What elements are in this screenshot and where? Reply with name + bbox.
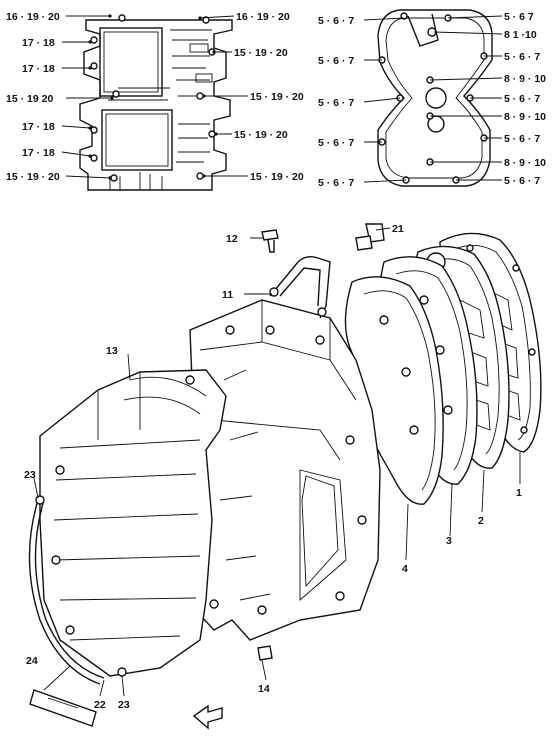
- label-upper-right-r3: 5 · 6 · 7: [504, 51, 540, 63]
- label-upper-right-r7: 5 · 6 · 7: [504, 133, 540, 145]
- callout-24: 24: [26, 655, 38, 667]
- label-upper-right-r4: 8 · 9 · 10: [504, 73, 546, 85]
- label-upper-left-6: 17 · 18: [22, 147, 55, 159]
- part-14-pin: [257, 645, 273, 661]
- label-upper-right-r8: 8 · 9 · 10: [504, 157, 546, 169]
- callout-1: 1: [516, 487, 522, 499]
- callout-23-lower: 23: [118, 699, 130, 711]
- label-upper-right-l4: 5 · 6 · 7: [318, 137, 354, 149]
- callout-2: 2: [478, 515, 484, 527]
- label-upper-right-l2: 5 · 6 · 7: [318, 55, 354, 67]
- direction-arrow: [192, 704, 223, 730]
- callout-4: 4: [402, 563, 408, 575]
- callout-14: 14: [258, 683, 270, 695]
- label-upper-right-r2: 8 1 ·10: [504, 29, 537, 41]
- label-upper-left-1: 16 · 19 · 20: [6, 11, 60, 23]
- label-upper-left-7: 15 · 19 · 20: [6, 171, 60, 183]
- label-upper-left-r2: 15 · 19 · 20: [234, 47, 288, 59]
- callout-22: 22: [94, 699, 106, 711]
- label-upper-left-r1: 16 · 19 · 20: [236, 11, 290, 23]
- block-rear-view: 16 · 19 · 20 16 · 19 · 20 17 · 18 17 · 1…: [6, 11, 304, 191]
- label-upper-right-r5: 5 · 6 · 7: [504, 93, 540, 105]
- callout-11: 11: [222, 289, 233, 301]
- label-upper-left-r5: 15 · 19 · 20: [250, 171, 304, 183]
- cylinder-block: [185, 299, 381, 641]
- label-upper-right-l1: 5 · 6 · 7: [318, 15, 354, 27]
- label-upper-left-5: 17 · 18: [22, 121, 55, 133]
- label-upper-right-r1: 5 · 6 7: [504, 11, 534, 23]
- label-upper-left-4: 15 · 19 20: [6, 93, 53, 105]
- label-upper-right-l3: 5 · 6 · 7: [318, 97, 354, 109]
- part-12-bolt: [261, 229, 279, 253]
- callout-23-upper: 23: [24, 469, 36, 481]
- label-upper-right-r9: 5 · 6 · 7: [504, 175, 540, 187]
- label-upper-left-r3: 15 · 19 · 20: [250, 91, 304, 103]
- callout-21: 21: [392, 223, 404, 235]
- label-upper-left-r4: 15 · 19 · 20: [234, 129, 288, 141]
- callout-13: 13: [106, 345, 118, 357]
- callout-12: 12: [226, 233, 238, 245]
- label-upper-left-3: 17 · 18: [22, 63, 55, 75]
- crankcase-half: [39, 369, 227, 677]
- label-upper-right-l5: 5 · 6 · 7: [318, 177, 354, 189]
- part-21-plug: [355, 223, 385, 251]
- label-upper-right-r6: 8 · 9 · 10: [504, 111, 546, 123]
- cover-gasket-view: 5 · 6 · 7 5 · 6 · 7 5 · 6 · 7 5 · 6 · 7 …: [318, 9, 546, 189]
- label-upper-left-2: 17 · 18: [22, 37, 55, 49]
- exploded-assembly-view: 21 12 11 13 23 1 2 3 4 14 24 22 23: [24, 223, 542, 730]
- callout-3: 3: [446, 535, 452, 547]
